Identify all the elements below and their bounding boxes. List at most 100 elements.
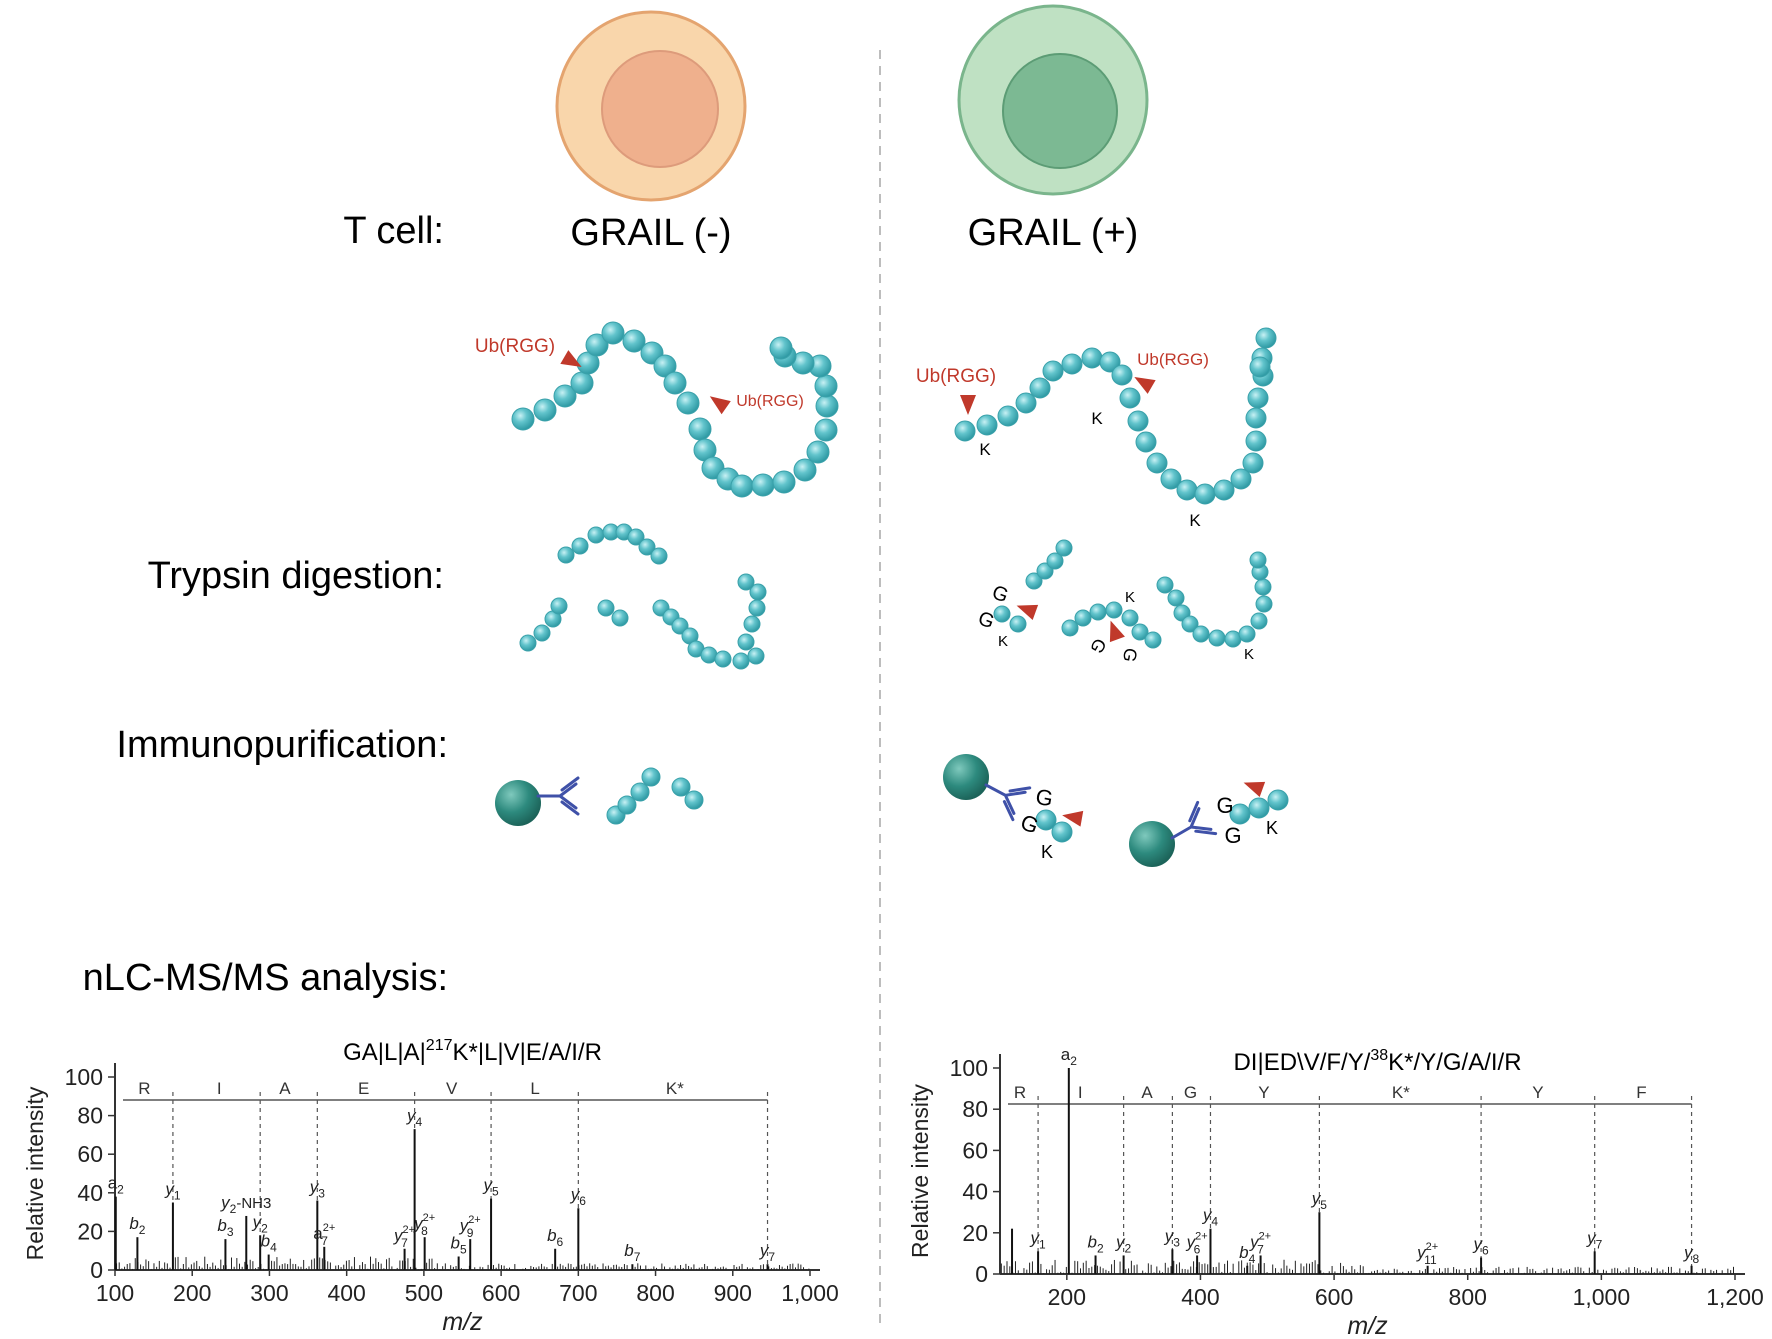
amino-acid-bead [1250, 612, 1268, 630]
amino-acid-bead [1229, 803, 1251, 825]
grail-positive-cell [957, 4, 1149, 196]
glycine-label: G [1017, 809, 1042, 838]
amino-acid-bead [993, 605, 1011, 623]
sequence-residue: I [217, 1079, 222, 1098]
amino-acid-bead [769, 336, 793, 360]
bead-chain [1061, 601, 1162, 649]
amino-acid-bead [533, 398, 557, 422]
bead-chain [1229, 789, 1289, 825]
bead-chain [652, 573, 767, 670]
amino-acid-bead [1194, 483, 1216, 505]
glycine-label: G [975, 607, 997, 633]
y-tick-label: 100 [950, 1055, 988, 1081]
amino-acid-bead [617, 795, 637, 815]
amino-acid-bead [1035, 809, 1057, 831]
lysine-label: K [979, 440, 991, 459]
glycine-label: G [989, 581, 1011, 607]
x-tick-label: 300 [250, 1280, 288, 1306]
ub-label: Ub(RGG) [1137, 350, 1209, 369]
peak-label: y2+11 [1416, 1241, 1438, 1267]
y-tick-label: 20 [77, 1218, 103, 1244]
amino-acid-bead [747, 647, 765, 665]
amino-acid-bead [1192, 625, 1210, 643]
ubiquitin-marker-icon [960, 395, 976, 415]
peak-label: y4 [1202, 1206, 1219, 1229]
x-tick-label: 100 [96, 1280, 134, 1306]
lysine-label: K [1266, 818, 1278, 838]
antibody-arms [984, 783, 1032, 822]
amino-acid-bead [1238, 625, 1256, 643]
lysine-label: K [1041, 842, 1053, 862]
peak-label: y2+8 [413, 1212, 435, 1238]
x-tick-label: 1,200 [1706, 1284, 1764, 1310]
amino-acid-bead [550, 597, 568, 615]
bead-chain [1035, 809, 1073, 843]
row-label-nlc-msms: nLC-MS/MS analysis: [83, 957, 448, 999]
y-tick-label: 60 [962, 1137, 988, 1163]
amino-acid-bead [954, 420, 976, 442]
grail-positive-label: GRAIL (+) [968, 212, 1139, 254]
amino-acid-bead [1051, 821, 1073, 843]
sequence-residue: V [446, 1079, 458, 1098]
amino-acid-bead [1181, 615, 1199, 633]
ubiquitin-marker-icon [1062, 810, 1084, 827]
amino-acid-bead [1061, 353, 1083, 375]
spectrum-title: GA|L|A|217K*|L|V|E/A/I/R [343, 1037, 602, 1066]
peak-label: a2+7 [313, 1222, 335, 1248]
x-tick-label: 200 [1048, 1284, 1086, 1310]
x-tick-label: 500 [405, 1280, 443, 1306]
y-tick-label: 60 [77, 1141, 103, 1167]
x-axis-label: m/z [1347, 1312, 1388, 1339]
peak-label: y2 [1115, 1232, 1132, 1255]
row-label-t-cell: T cell: [343, 210, 444, 252]
amino-acid-bead [1156, 576, 1174, 594]
amino-acid-bead [597, 599, 615, 617]
peak-label: y8 [1683, 1243, 1700, 1266]
amino-acid-bead [676, 391, 700, 415]
amino-acid-bead [684, 790, 704, 810]
peptide-chains [495, 321, 1289, 867]
amino-acid-bead [1046, 552, 1064, 570]
lysine-label: K [1125, 589, 1135, 606]
amino-acid-bead [737, 573, 755, 591]
amino-acid-bead [1255, 595, 1273, 613]
amino-acid-bead [743, 615, 761, 633]
amino-acid-bead [1061, 619, 1079, 637]
amino-acid-bead [1160, 468, 1182, 490]
x-tick-label: 200 [173, 1280, 211, 1306]
amino-acid-bead [714, 650, 732, 668]
amino-acid-bead [1254, 578, 1272, 596]
amino-acid-bead [1111, 364, 1133, 386]
y-tick-label: 0 [975, 1261, 988, 1287]
amino-acid-bead [1042, 360, 1064, 382]
spectrum-title: DI|ED\V/F/Y/38K*/Y/G/A/I/R [1233, 1047, 1521, 1076]
peak-label: y4 [406, 1106, 423, 1129]
x-tick-label: 1,000 [1573, 1284, 1631, 1310]
amino-acid-bead [1144, 631, 1162, 649]
spectrum-right: DI|ED\V/F/Y/38K*/Y/G/A/I/R02040608010020… [907, 1045, 1764, 1339]
peak-label: y6 [1472, 1235, 1489, 1258]
amino-acid-bead [519, 634, 537, 652]
peak-label: y5 [482, 1176, 499, 1199]
amino-acid-bead [1167, 589, 1185, 607]
peak-label: y2+7 [1249, 1230, 1271, 1256]
bead-chain [1156, 551, 1273, 648]
sequence-residue: I [1078, 1083, 1083, 1102]
amino-acid-bead [1055, 539, 1073, 557]
row-label-trypsin: Trypsin digestion: [148, 555, 444, 597]
lysine-label: K [1189, 511, 1201, 530]
peak-label: y5 [1311, 1189, 1328, 1212]
amino-acid-bead [1081, 347, 1103, 369]
amino-acid-bead [814, 374, 838, 398]
sequence-residue: A [1141, 1083, 1153, 1102]
amino-acid-bead [814, 418, 838, 442]
amino-acid-bead [1135, 431, 1157, 453]
x-tick-label: 900 [714, 1280, 752, 1306]
lysine-label: K [998, 633, 1008, 650]
ubiquitin-marker-icon [1016, 604, 1039, 620]
amino-acid-bead [553, 384, 577, 408]
sequence-residue: F [1636, 1083, 1646, 1102]
